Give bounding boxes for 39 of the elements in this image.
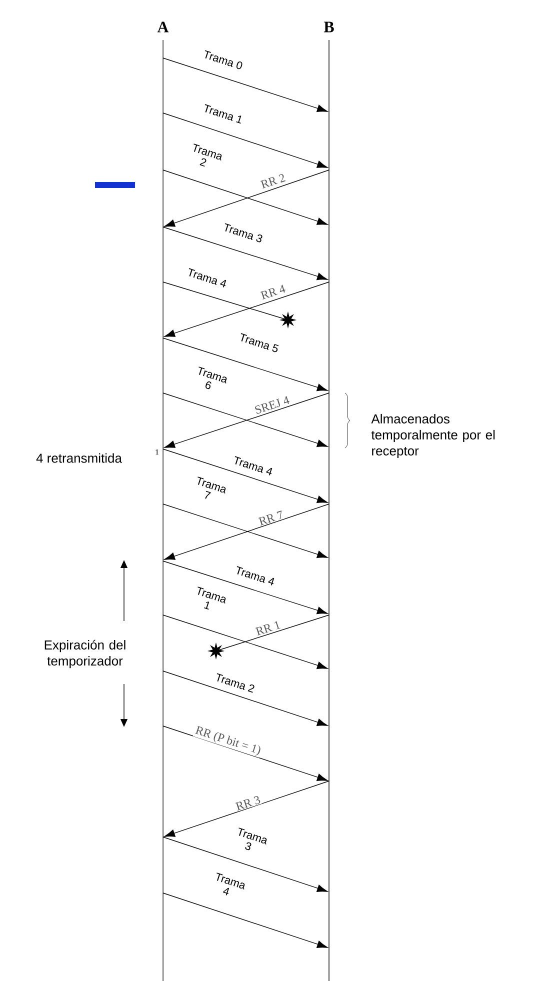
message-arrow: [162, 836, 328, 892]
edge-label: Trama 6: [192, 365, 228, 395]
message-arrow: [162, 112, 328, 168]
edge-label: Trama 4: [210, 872, 246, 900]
edge-label: Trama 2: [214, 672, 256, 694]
edge-label: Trama 0: [202, 49, 244, 71]
edge-label: Trama 7: [190, 476, 228, 504]
edge-label: Trama 5: [238, 332, 280, 354]
message-arrow: [162, 892, 328, 948]
message-arrow: [162, 670, 328, 726]
edge-label: Trama 3: [222, 222, 264, 244]
note-text: Expiración del temporizador: [44, 640, 126, 668]
message-arrow: [162, 338, 328, 392]
edge-label: RR 1: [254, 619, 282, 637]
message-arrow: [162, 226, 328, 280]
edge-label: Trama 2: [186, 142, 224, 172]
note-text: Almacenados temporalmente por el receptor: [371, 414, 495, 458]
message-arrow: [164, 282, 330, 337]
message-arrow: [164, 780, 330, 837]
edge-label: RR (P bit = 1): [192, 724, 264, 758]
edge-label: Trama 4: [234, 565, 276, 587]
edge-label: Trama 3: [232, 826, 268, 856]
edge-label: SREJ 4: [252, 394, 292, 416]
message-arrow: [162, 58, 328, 112]
message-arrow: [162, 448, 328, 504]
edge-label: RR 3: [234, 794, 262, 812]
edge-label: Trama 1: [190, 586, 228, 614]
message-arrow: [162, 614, 328, 669]
edge-label: Trama 1: [202, 103, 244, 125]
edge-label: Trama 4: [186, 267, 228, 289]
edge-label: Trama 4: [232, 455, 274, 477]
message-arrow: [162, 726, 328, 781]
note-text: 1: [156, 449, 159, 455]
note-text: 4 retransmitida: [36, 453, 122, 463]
edge-label: RR 7: [256, 509, 286, 527]
message-arrow: [162, 560, 328, 614]
lifeline: B: [324, 22, 334, 981]
edge-label: RR 4: [258, 283, 288, 301]
edge-label: RR 2: [258, 172, 288, 190]
